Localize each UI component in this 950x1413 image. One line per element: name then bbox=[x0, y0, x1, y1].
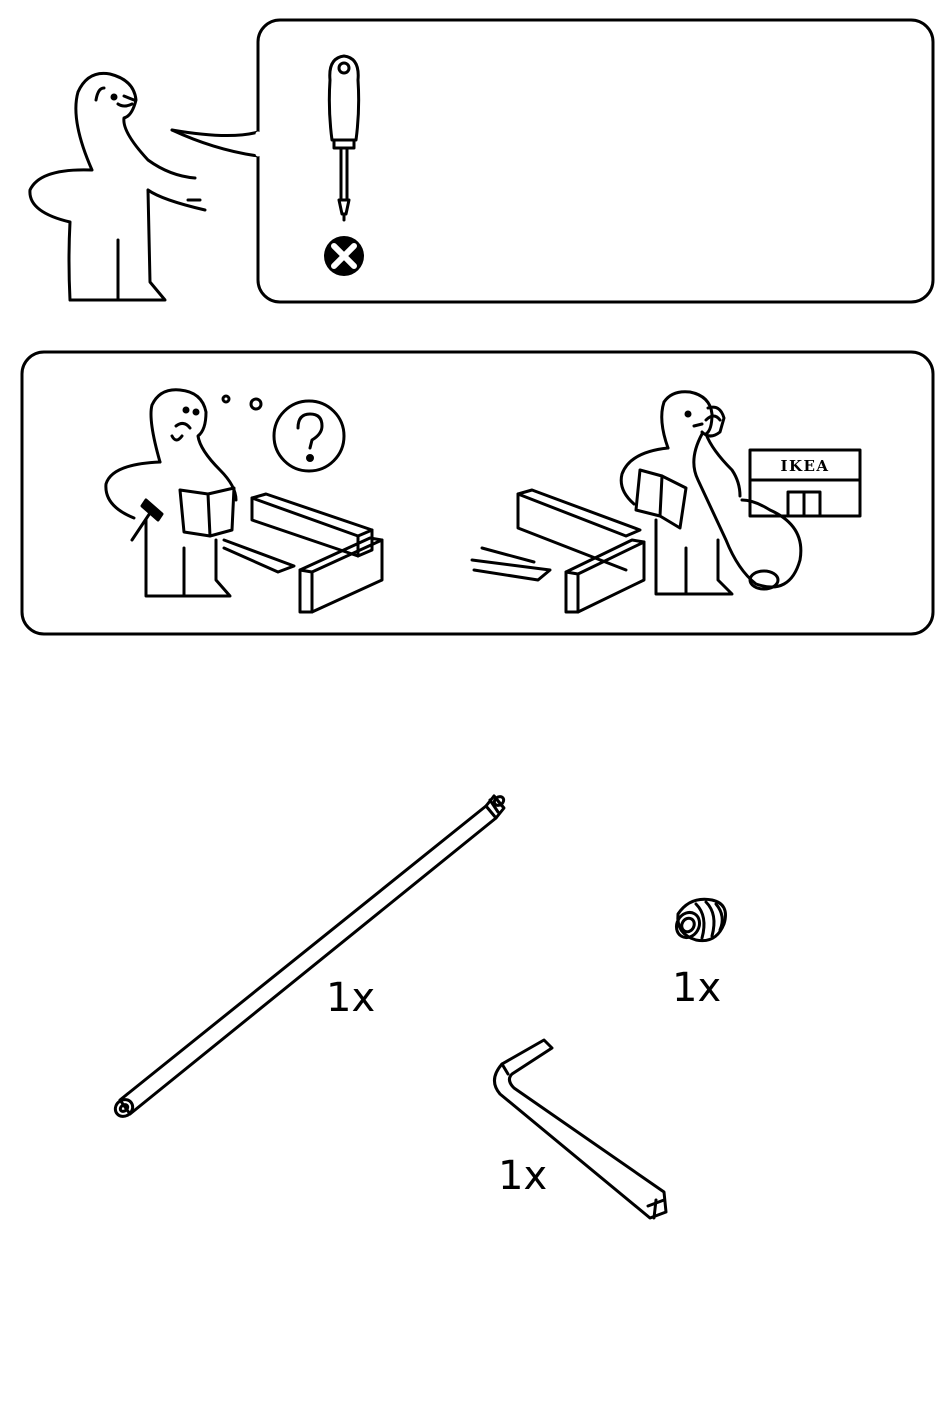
thought-dot-small bbox=[223, 396, 229, 402]
confused-assembler-figure bbox=[106, 390, 236, 596]
thought-dot-medium bbox=[251, 399, 261, 409]
screwdriver-icon bbox=[329, 56, 358, 220]
threaded-rod-part bbox=[112, 795, 505, 1120]
furniture-parts-left bbox=[224, 494, 382, 612]
threaded-insert-part bbox=[672, 899, 726, 941]
instructor-figure bbox=[30, 73, 205, 300]
furniture-parts-right bbox=[472, 490, 644, 612]
question-mark-icon bbox=[274, 401, 344, 471]
not-allowed-icon bbox=[324, 236, 364, 276]
help-panel: IKEA bbox=[22, 352, 933, 634]
store-sign-label: IKEA bbox=[780, 457, 829, 475]
rod-quantity-label: 1x bbox=[326, 978, 375, 1018]
allen-key-quantity-label: 1x bbox=[498, 1156, 547, 1196]
insert-quantity-label: 1x bbox=[672, 968, 721, 1008]
tools-panel bbox=[30, 20, 933, 302]
caller-figure bbox=[621, 392, 801, 594]
